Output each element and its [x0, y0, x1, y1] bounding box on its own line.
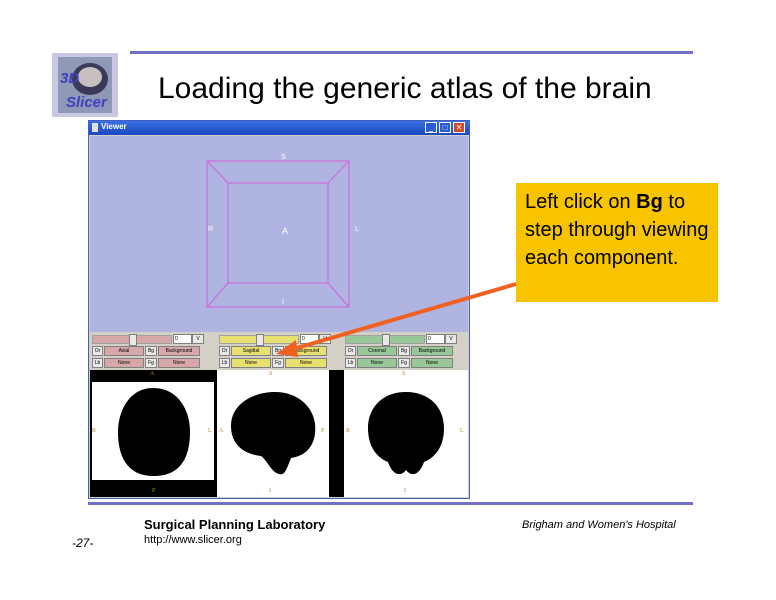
- label-r: R: [208, 226, 214, 233]
- coronal-fg-none-button[interactable]: None: [411, 358, 453, 368]
- coronal-slider-thumb[interactable]: [382, 334, 390, 346]
- instruction-callout: Left click on Bg to step through viewing…: [516, 183, 718, 302]
- axial-lb-button[interactable]: Lb: [92, 358, 103, 368]
- footer-hospital: Brigham and Women's Hospital: [522, 519, 676, 531]
- sagittal-orient-button[interactable]: Sagittal: [231, 346, 271, 356]
- callout-text-bold: Bg: [636, 191, 663, 213]
- coronal-fg-button[interactable]: Fg: [398, 358, 410, 368]
- axial-brain-mask: [118, 388, 190, 476]
- label-i: I: [282, 299, 284, 306]
- logo-text-slicer: Slicer: [66, 94, 108, 111]
- footer-rule: [88, 502, 693, 505]
- axial-visibility-button[interactable]: V: [192, 334, 204, 344]
- close-button[interactable]: ✕: [453, 122, 465, 133]
- sagittal-or-button[interactable]: Or: [219, 346, 230, 356]
- axial-background-button[interactable]: Background: [158, 346, 200, 356]
- label-a: A: [282, 226, 289, 236]
- 3d-view[interactable]: S A R L I: [90, 136, 468, 332]
- sagittal-background-button[interactable]: Background: [285, 346, 327, 356]
- axial-fg-none-button[interactable]: None: [158, 358, 200, 368]
- page-number: -27-: [72, 536, 94, 550]
- viewer-titlebar: Viewer _ □ ✕: [89, 121, 469, 135]
- axial-label-right: L: [208, 428, 212, 434]
- coronal-label-bottom: I: [404, 488, 406, 494]
- sagittal-label-bottom: I: [269, 488, 271, 494]
- label-l: L: [355, 226, 359, 233]
- axial-controls: 0 V Or Axial Bg Background Lb None Fg No…: [90, 332, 214, 370]
- axial-slider[interactable]: [92, 334, 172, 346]
- coronal-lb-button[interactable]: Lb: [345, 358, 356, 368]
- sagittal-label-right: P: [321, 428, 325, 434]
- axial-orient-button[interactable]: Axial: [104, 346, 144, 356]
- sagittal-brain-mask: [231, 392, 316, 475]
- bounding-box-outline: [206, 160, 350, 308]
- coronal-visibility-button[interactable]: V: [445, 334, 457, 344]
- sagittal-bg-button[interactable]: Bg: [272, 346, 284, 356]
- slide-title: Loading the generic atlas of the brain: [158, 72, 652, 105]
- coronal-brain-mask: [368, 392, 444, 475]
- label-s: S: [281, 154, 286, 161]
- coronal-slice-view[interactable]: S R L I: [344, 370, 468, 497]
- axial-slider-thumb[interactable]: [129, 334, 137, 346]
- sagittal-label-left: A: [219, 428, 224, 434]
- coronal-offset-field[interactable]: 0: [426, 334, 445, 344]
- coronal-label-none-button[interactable]: None: [357, 358, 397, 368]
- sagittal-visibility-button[interactable]: V: [319, 334, 331, 344]
- axial-slice-view[interactable]: A R L P: [90, 370, 216, 497]
- sagittal-offset-field[interactable]: 0: [300, 334, 319, 344]
- coronal-label-left: R: [346, 428, 351, 434]
- axial-or-button[interactable]: Or: [92, 346, 103, 356]
- footer-lab: Surgical Planning Laboratory: [144, 517, 326, 532]
- coronal-label-right: L: [460, 428, 464, 434]
- coronal-label-top: S: [402, 371, 406, 377]
- minimize-button[interactable]: _: [425, 122, 437, 133]
- axial-label-bottom: P: [152, 488, 156, 494]
- callout-text-after: to step through viewing each component.: [525, 191, 709, 269]
- sagittal-fg-button[interactable]: Fg: [272, 358, 284, 368]
- axial-label-none-button[interactable]: None: [104, 358, 144, 368]
- coronal-controls: 0 V Or Coronal Bg Background Lb None Fg …: [343, 332, 467, 370]
- coronal-background-button[interactable]: Background: [411, 346, 453, 356]
- axial-label-left: R: [92, 428, 97, 434]
- coronal-slider[interactable]: [345, 334, 425, 346]
- callout-text-before: Left click on: [525, 191, 637, 213]
- slicer-logo: 3D Slicer: [52, 53, 118, 117]
- window-icon: [92, 123, 98, 132]
- maximize-button[interactable]: □: [439, 122, 451, 133]
- sagittal-slider[interactable]: [219, 334, 299, 346]
- slice-controls: 0 V Or Axial Bg Background Lb None Fg No…: [90, 332, 468, 370]
- footer-url[interactable]: http://www.slicer.org: [144, 534, 242, 546]
- axial-fg-button[interactable]: Fg: [145, 358, 157, 368]
- title-rule: [130, 51, 693, 54]
- sagittal-lb-button[interactable]: Lb: [219, 358, 230, 368]
- coronal-bg-button[interactable]: Bg: [398, 346, 410, 356]
- coronal-or-button[interactable]: Or: [345, 346, 356, 356]
- axial-label-top: A: [150, 371, 155, 377]
- sagittal-label-top: S: [269, 371, 273, 377]
- sagittal-label-none-button[interactable]: None: [231, 358, 271, 368]
- slice-views: A R L P S A P I S R L I: [90, 370, 468, 497]
- logo-text-3d: 3D: [60, 70, 79, 87]
- sagittal-slice-view[interactable]: S A P I: [217, 370, 329, 497]
- coronal-orient-button[interactable]: Coronal: [357, 346, 397, 356]
- axial-offset-field[interactable]: 0: [173, 334, 192, 344]
- axial-bg-button[interactable]: Bg: [145, 346, 157, 356]
- viewer-window: Viewer _ □ ✕ S A R L I 0 V Or Axial: [88, 120, 470, 499]
- sagittal-fg-none-button[interactable]: None: [285, 358, 327, 368]
- viewer-title: Viewer: [101, 122, 127, 131]
- sagittal-slider-thumb[interactable]: [256, 334, 264, 346]
- sagittal-controls: 0 V Or Sagittal Bg Background Lb None Fg…: [217, 332, 341, 370]
